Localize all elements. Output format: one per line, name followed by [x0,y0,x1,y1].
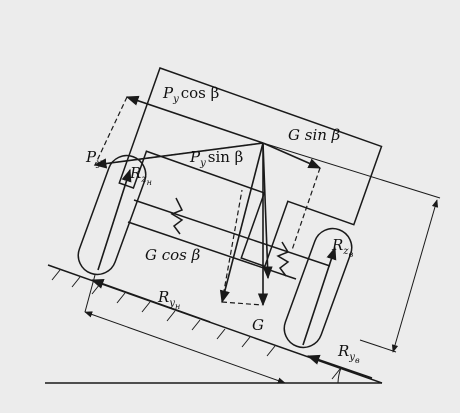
g-sin-dashed-1 [291,167,321,251]
front-spring-icon [170,197,184,235]
vehicle-body [118,67,383,268]
label-ry-front: Ryн [157,288,180,311]
label-ry-rear: Ryв [337,342,360,365]
rz-front-arrow [97,168,132,271]
rear-spring-icon [276,241,290,277]
label-rz-front: Rzн [129,164,152,187]
label-g-sin-beta: G sin β [288,126,341,144]
front-wheel [77,154,147,276]
py-cos-beta-arrow [125,95,264,144]
g-sin-beta-arrow [262,142,322,169]
ry-rear-arrow [306,354,373,379]
py-arrow [93,142,264,169]
gcos-vertical-dashed [221,189,243,303]
rz-rear-arrow [302,246,337,346]
label-g-cos-beta: G cos β [145,246,201,264]
cg-height-dimension-line [391,199,439,353]
cg-height-extension-top [262,142,441,199]
g-cos-beta-arrow [262,142,273,280]
wheelbase-dimension-line [84,311,286,384]
slope-hatching [51,269,341,380]
py-sin-beta-arrow [219,142,264,304]
wheelbase-extension-left [84,274,96,313]
rear-wheel [283,227,353,349]
g-cos-dashed [221,301,263,306]
label-py: Py [85,148,102,169]
label-g: G [252,316,264,334]
ry-front-arrow [90,279,211,323]
cg-height-extension-bottom [359,339,397,353]
front-axle-link [133,199,331,267]
label-rz-rear: Rzв [331,236,354,259]
